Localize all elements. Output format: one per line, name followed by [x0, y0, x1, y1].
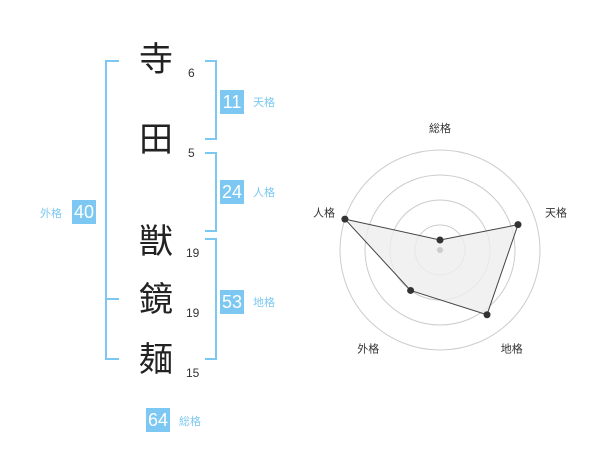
- name-char-5: 麺: [139, 340, 173, 380]
- radar-polygon: [343, 218, 519, 316]
- radar-axis-label-2: 地格: [501, 342, 523, 356]
- radar-points: [341, 215, 522, 319]
- name-char-4: 鏡: [139, 280, 173, 320]
- stroke-count-3: 19: [186, 246, 200, 260]
- chikaku-bracket: [205, 238, 217, 360]
- stroke-count-1: 6: [188, 66, 195, 80]
- stroke-count-4: 19: [186, 306, 200, 320]
- stroke-count-2: 5: [188, 146, 195, 160]
- chikaku-value: 53: [220, 290, 245, 314]
- name-char-3: 獣: [139, 222, 173, 262]
- jinkaku-label: 人格: [253, 186, 275, 199]
- radar-axis-label-0: 総格: [429, 121, 451, 135]
- radar-axis-label-1: 天格: [545, 205, 567, 219]
- jinkaku-value: 24: [220, 180, 245, 204]
- radar-point-2: [483, 311, 491, 319]
- radar-point-3: [407, 286, 415, 294]
- radar-axis-label-4: 人格: [313, 205, 335, 219]
- name-char-2: 田: [139, 120, 173, 160]
- name-char-1: 寺: [139, 40, 173, 80]
- gaikaku-bracket: [105, 60, 119, 360]
- radar-axis-label-3: 外格: [357, 342, 379, 356]
- tenkaku-value: 11: [220, 90, 244, 114]
- radar-center-dot: [437, 247, 443, 253]
- tenkaku-label: 天格: [253, 96, 275, 109]
- gaikaku-value: 40: [72, 200, 97, 224]
- gaikaku-bracket-tick: [105, 298, 119, 300]
- chikaku-label: 地格: [253, 296, 275, 309]
- radar-ring-3: [364, 174, 516, 326]
- radar-ring-4: [339, 149, 541, 351]
- stroke-count-5: 15: [186, 366, 200, 380]
- tenkaku-bracket: [205, 60, 217, 140]
- soukaku-label: 総格: [179, 415, 201, 428]
- radar-point-4: [341, 215, 349, 223]
- radar-point-1: [514, 221, 522, 229]
- jinkaku-bracket: [205, 152, 217, 232]
- radar-point-0: [436, 236, 444, 244]
- soukaku-value: 64: [146, 408, 171, 432]
- gaikaku-label: 外格: [40, 207, 62, 220]
